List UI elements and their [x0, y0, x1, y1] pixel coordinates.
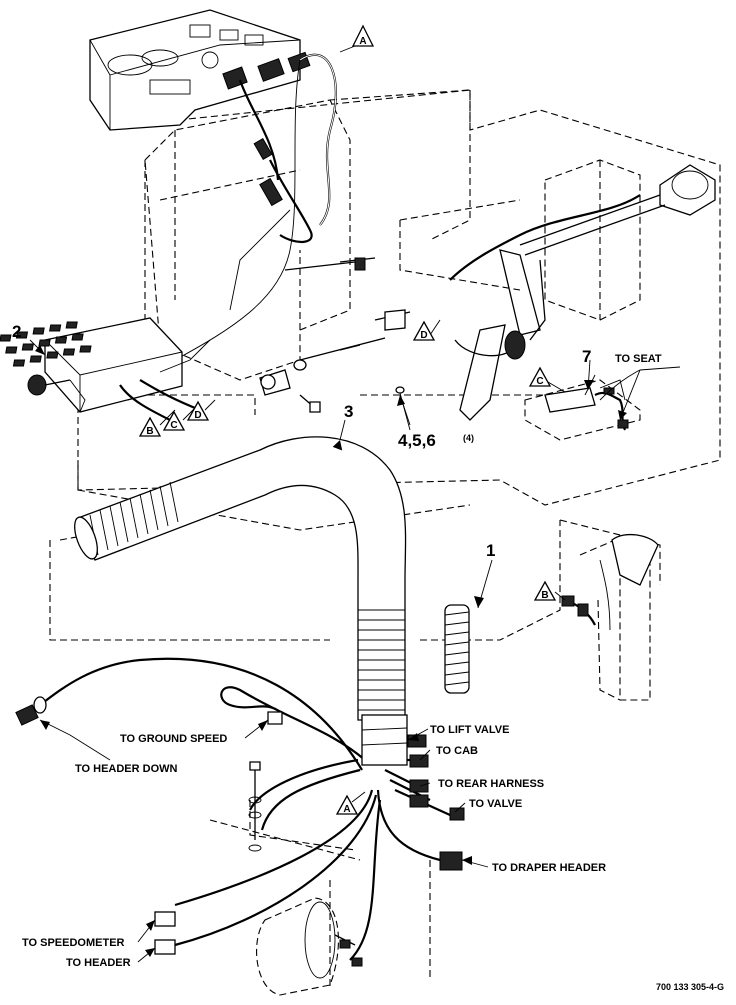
- connector-b-left: B: [138, 416, 162, 437]
- callout-item-7: 7: [582, 347, 591, 366]
- cab-console: [89, 9, 471, 381]
- spiral-wrap: [444, 604, 470, 694]
- callout-item-1: 1: [486, 541, 495, 560]
- callout-item-4-5-6-qty: (4): [463, 433, 474, 443]
- label-to-rear-harness: TO REAR HARNESS: [438, 778, 544, 790]
- label-to-header-down: TO HEADER DOWN: [75, 763, 178, 775]
- callout-item-3: 3: [344, 402, 353, 421]
- connector-a-top: A: [351, 24, 375, 47]
- console-wiring: [174, 53, 337, 361]
- callout-item-2: 2: [12, 322, 21, 341]
- connector-c-right-letter: C: [536, 376, 543, 387]
- connector-markers: A B C D D C B A: [138, 24, 557, 815]
- connector-d-left: D: [186, 400, 210, 421]
- label-to-seat: TO SEAT: [615, 353, 662, 365]
- callout-item-4-5-6: 4,5,6: [398, 431, 436, 450]
- item-callouts: 2 3 1 7 4,5,6 (4): [12, 322, 591, 560]
- figure-number: 700 133 305-4-G: [656, 982, 724, 992]
- destination-labels: TO SEAT TO GROUND SPEED TO HEADER DOWN T…: [22, 353, 662, 969]
- connector-a-bottom-letter: A: [343, 804, 350, 815]
- corrugated-loom: [74, 436, 407, 721]
- leader-lines: [29, 41, 681, 963]
- label-to-draper-header: TO DRAPER HEADER: [492, 862, 606, 874]
- connector-b-right-letter: B: [541, 590, 548, 601]
- connector-d-left-letter: D: [194, 410, 201, 421]
- label-to-header: TO HEADER: [66, 957, 131, 969]
- connector-d-mid-letter: D: [420, 330, 427, 341]
- label-to-speedometer: TO SPEEDOMETER: [22, 937, 125, 949]
- bottom-motor: [256, 897, 363, 996]
- switch-panel: [0, 317, 211, 421]
- lower-harness: [15, 657, 465, 961]
- connector-c-right: C: [528, 366, 552, 387]
- label-to-cab: TO CAB: [436, 745, 478, 757]
- connector-a-top-letter: A: [359, 36, 366, 47]
- panel-switch-grid: [0, 321, 92, 367]
- right-mount-assembly: [259, 159, 716, 431]
- connector-b-right: B: [533, 580, 557, 601]
- label-to-ground-speed: TO GROUND SPEED: [120, 733, 227, 745]
- connector-c-left: C: [162, 410, 186, 431]
- connector-d-mid: D: [412, 320, 436, 341]
- connector-a-bottom: A: [335, 794, 359, 815]
- connector-c-left-letter: C: [170, 420, 177, 431]
- label-to-valve: TO VALVE: [469, 798, 522, 810]
- right-seat-post: [561, 533, 659, 701]
- loom-ribs-vertical: [358, 609, 405, 711]
- connector-b-left-letter: B: [146, 426, 153, 437]
- label-to-lift-valve: TO LIFT VALVE: [430, 724, 509, 736]
